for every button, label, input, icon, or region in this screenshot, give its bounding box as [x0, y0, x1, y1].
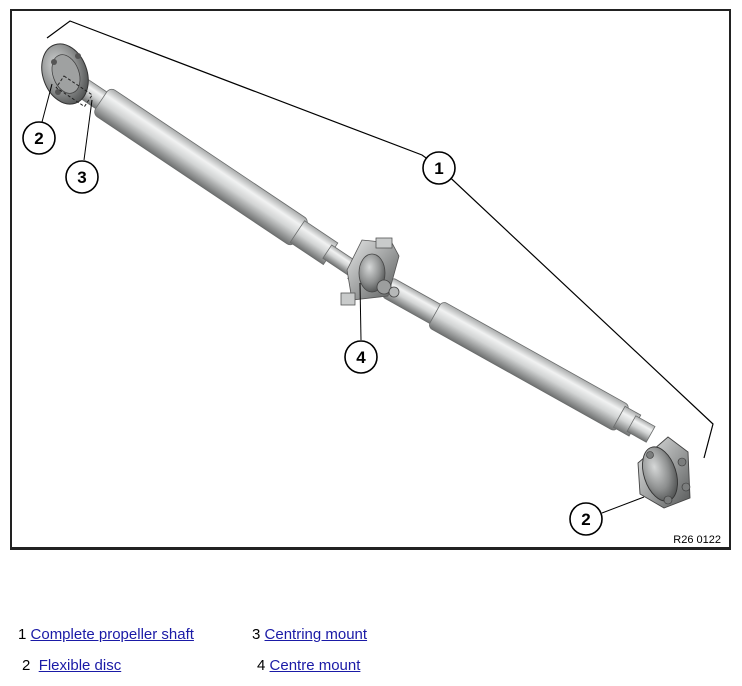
- leader-line-4: [359, 282, 362, 341]
- legend-item-3: 3 Centring mount: [252, 626, 367, 644]
- legend-item-4: 4 Centre mount: [257, 657, 360, 675]
- leader-line-2-front: [41, 83, 53, 123]
- legend-item-2: 2 Flexible disc: [22, 657, 121, 675]
- legend-link-centre-mount[interactable]: Centre mount: [269, 657, 361, 674]
- callout-3: 3: [65, 160, 99, 194]
- svg-text:4: 4: [356, 348, 366, 367]
- legend-number: 2: [22, 657, 31, 674]
- legend-number: 3: [252, 626, 261, 643]
- leader-line-3: [83, 99, 93, 161]
- legend-number: 1: [18, 626, 27, 643]
- rear-flexible-disc: [637, 436, 691, 509]
- callout-2-front: 2: [22, 121, 56, 155]
- svg-text:3: 3: [77, 168, 86, 187]
- figure-code: R26 0122: [673, 534, 721, 546]
- callout-4: 4: [344, 340, 378, 374]
- svg-text:2: 2: [581, 510, 590, 529]
- svg-text:1: 1: [434, 159, 443, 178]
- callout-1: 1: [422, 151, 456, 185]
- callout-2-rear: 2: [569, 502, 603, 536]
- leader-line-2-rear: [601, 496, 645, 514]
- legend-item-1: 1 Complete propeller shaft: [18, 626, 194, 644]
- shaft-front-section: [70, 74, 371, 286]
- shaft-rear-section: [382, 278, 656, 443]
- legend-link-centring-mount[interactable]: Centring mount: [264, 626, 368, 643]
- centring-mount-outline: [55, 75, 93, 108]
- centre-mount: [340, 237, 400, 306]
- svg-text:2: 2: [34, 129, 43, 148]
- legend-link-flexible-disc[interactable]: Flexible disc: [38, 657, 122, 674]
- legend-link-complete-propeller-shaft[interactable]: Complete propeller shaft: [30, 626, 194, 643]
- legend-number: 4: [257, 657, 266, 674]
